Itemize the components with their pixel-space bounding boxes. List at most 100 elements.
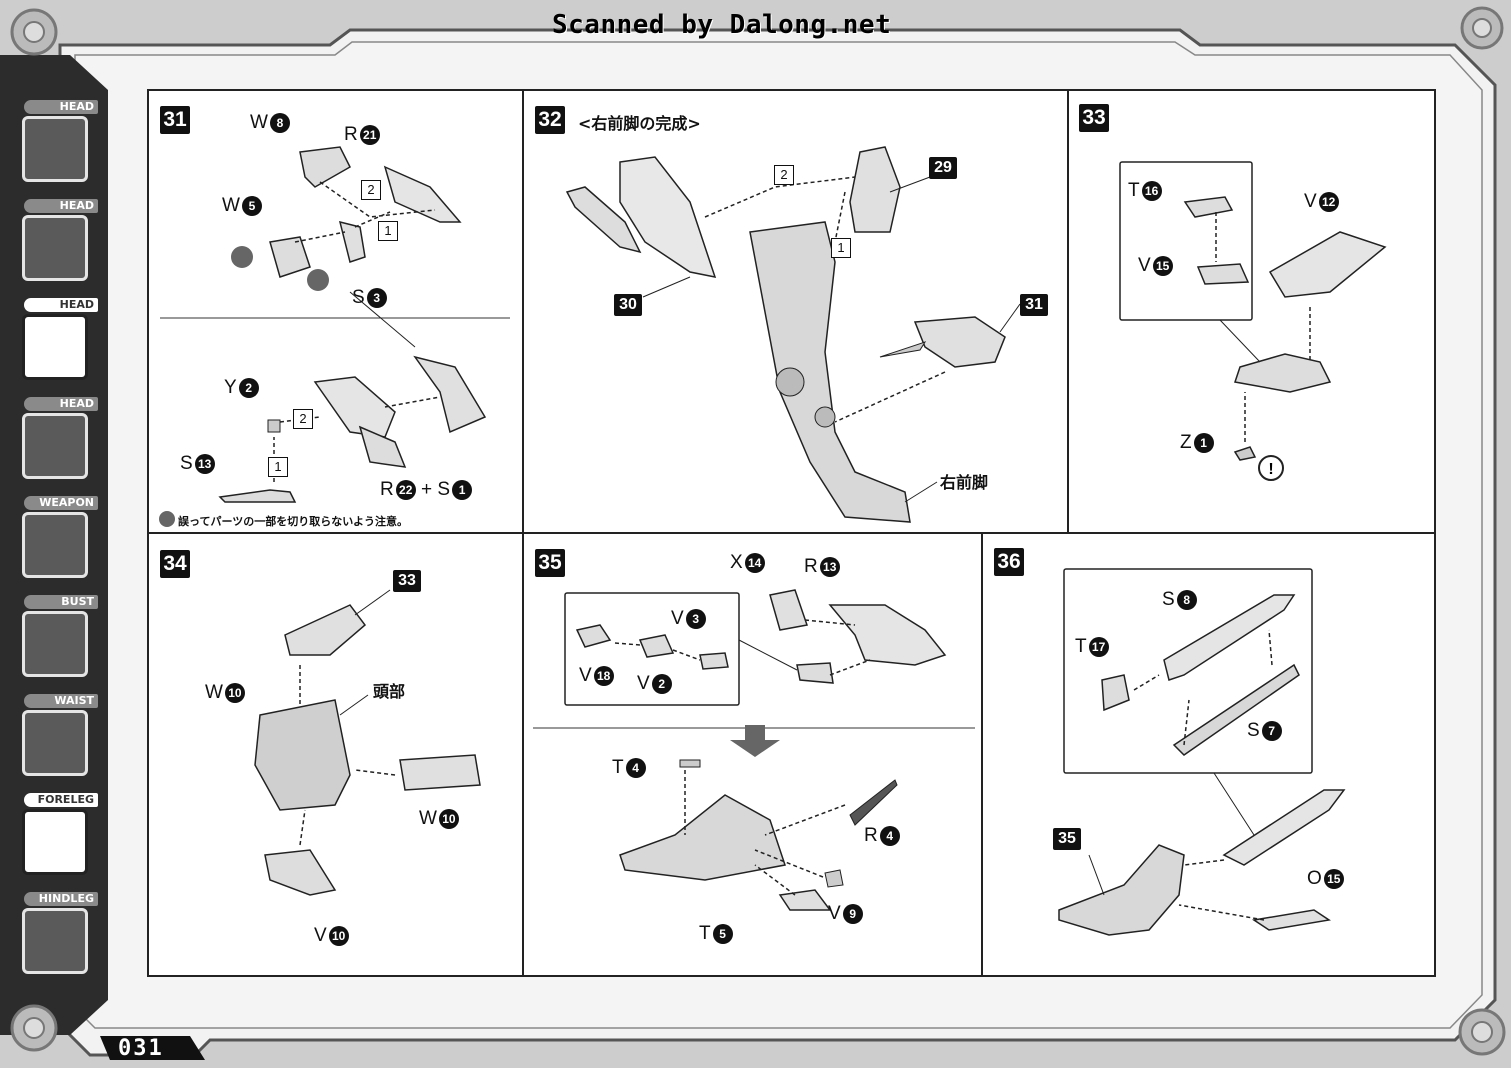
step-31-number: 31 <box>160 106 190 134</box>
sidebar-tab-hindleg[interactable]: HINDLEG <box>12 892 98 984</box>
head-icon <box>22 314 88 380</box>
sidebar-tab-head-1[interactable]: HEAD <box>12 100 98 192</box>
order-marker: 1 <box>268 457 288 477</box>
head-icon <box>22 215 88 281</box>
step-34-diagram <box>254 589 481 896</box>
step-36-diagram <box>1058 568 1346 936</box>
part-letter: V <box>637 673 650 694</box>
part-letter: Z <box>1180 432 1192 453</box>
step-ref-33: 33 <box>393 570 421 592</box>
sidebar-tab-weapon[interactable]: WEAPON <box>12 496 98 588</box>
part-number: 22 <box>395 479 416 500</box>
sidebar-tab-head-4[interactable]: HEAD <box>12 397 98 489</box>
part-letter: V <box>314 925 327 946</box>
part-letter: S <box>1247 720 1260 741</box>
part-letter: W <box>250 112 268 133</box>
sidebar-tab-label: HEAD <box>24 100 98 114</box>
caution-note: 誤ってパーツの一部を切り取らないよう注意。 <box>178 515 409 528</box>
sidebar-tab-bust[interactable]: BUST <box>12 595 98 687</box>
weapon-icon <box>22 512 88 578</box>
svg-text:!: ! <box>1268 461 1273 478</box>
part-letter: T <box>612 757 624 778</box>
order-marker: 1 <box>378 221 398 241</box>
sidebar-tab-label: WEAPON <box>24 496 98 510</box>
step-31-diagram <box>159 146 510 527</box>
part-letter: R <box>344 124 358 145</box>
bust-icon <box>22 611 88 677</box>
part-number: 18 <box>593 665 614 686</box>
sidebar-tab-head-3[interactable]: HEAD <box>12 298 98 390</box>
part-number: 10 <box>224 682 245 703</box>
part-number: 15 <box>1152 255 1173 276</box>
part-letter: T <box>1128 180 1140 201</box>
step-ref-30: 30 <box>614 294 642 316</box>
part-number: 8 <box>1176 589 1197 610</box>
page-number: 031 <box>118 1036 164 1061</box>
part-letter: O <box>1307 868 1322 889</box>
part-letter: Y <box>224 377 237 398</box>
part-number: 10 <box>438 808 459 829</box>
part-letter: V <box>828 903 841 924</box>
part-number: 3 <box>366 287 387 308</box>
part-number: 4 <box>879 825 900 846</box>
step-32-number: 32 <box>535 106 565 134</box>
step-ref-35: 35 <box>1053 828 1081 850</box>
part-number: 5 <box>712 923 733 944</box>
part-letter: V <box>1138 255 1151 276</box>
step-33-diagram: ! <box>1119 161 1387 481</box>
part-letter: W <box>205 682 223 703</box>
part-letter: T <box>1075 636 1087 657</box>
part-letter: X <box>730 552 743 573</box>
watermark-text: Scanned by Dalong.net <box>552 10 892 40</box>
part-letter: W <box>419 808 437 829</box>
sidebar-tab-foreleg[interactable]: FORELEG <box>12 793 98 885</box>
sidebar-tab-waist[interactable]: WAIST <box>12 694 98 786</box>
part-letter: V <box>1304 191 1317 212</box>
step-34-number: 34 <box>160 550 190 578</box>
sidebar-tab-label: WAIST <box>24 694 98 708</box>
foreleg-icon <box>22 809 88 875</box>
part-number: 9 <box>842 903 863 924</box>
right-foreleg-label: 右前脚 <box>940 473 989 492</box>
step-36-number: 36 <box>994 548 1024 576</box>
order-marker: 2 <box>293 409 313 429</box>
part-number: 1 <box>1193 432 1214 453</box>
sidebar-tab-head-2[interactable]: HEAD <box>12 199 98 291</box>
part-number: 1 <box>452 479 473 500</box>
part-letter: W <box>222 195 240 216</box>
sidebar-tab-label: HEAD <box>24 397 98 411</box>
part-letter: V <box>579 665 592 686</box>
part-letter: V <box>671 608 684 629</box>
head-icon <box>22 116 88 182</box>
part-letter: R <box>804 556 818 577</box>
plus-sign: + <box>421 479 433 500</box>
waist-icon <box>22 710 88 776</box>
step-35-number: 35 <box>535 549 565 577</box>
part-number: 13 <box>194 453 215 474</box>
part-number: 17 <box>1088 636 1109 657</box>
part-number: 4 <box>625 757 646 778</box>
sidebar-tab-label: FORELEG <box>24 793 98 807</box>
part-number: 5 <box>241 195 262 216</box>
part-number: 7 <box>1261 720 1282 741</box>
part-letter: R <box>380 479 394 500</box>
